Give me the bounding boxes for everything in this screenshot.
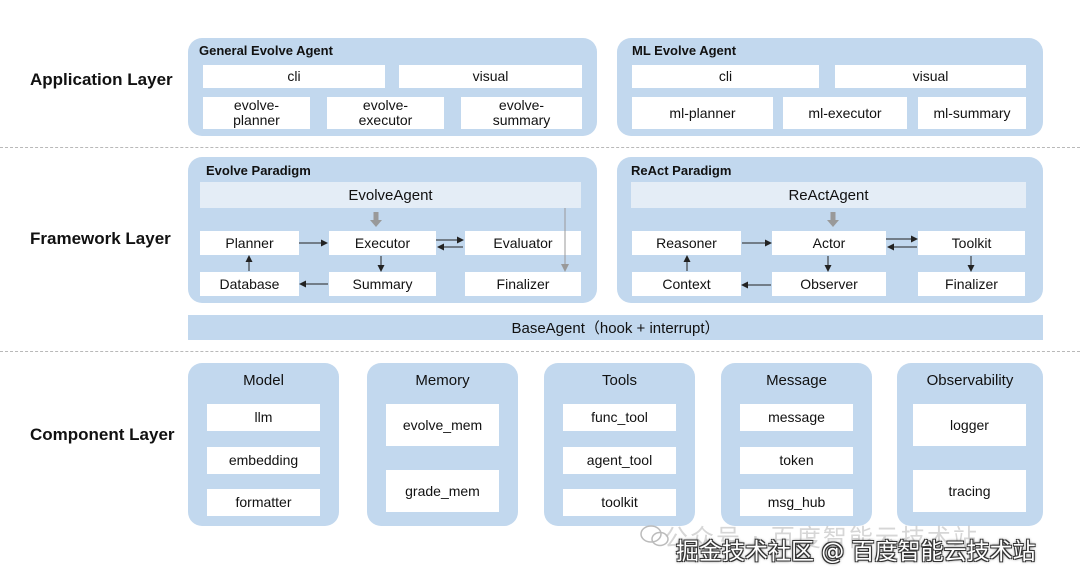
watermark-faded-text: 公众号 · 百度智能云技术站 <box>664 524 979 552</box>
model-panel: Model llm embedding formatter <box>188 363 339 526</box>
cli-box: cli <box>632 65 819 88</box>
panel-title: General Evolve Agent <box>199 43 333 58</box>
tools-panel: Tools func_tool agent_tool toolkit <box>544 363 695 526</box>
application-layer-label: Application Layer <box>30 70 173 89</box>
context-box: Context <box>632 272 741 296</box>
visual-box: visual <box>399 65 582 88</box>
divider-app-framework <box>0 147 1080 148</box>
visual-box: visual <box>835 65 1026 88</box>
grade-mem-box: grade_mem <box>386 470 499 512</box>
evolve-agent-bar: EvolveAgent <box>200 182 581 208</box>
logger-box: logger <box>913 404 1026 446</box>
evolve-paradigm-panel: Evolve Paradigm EvolveAgent Planner Exec… <box>188 157 597 303</box>
evolve-agent-down-arrow <box>370 212 382 227</box>
memory-panel: Memory evolve_mem grade_mem <box>367 363 518 526</box>
tools-title: Tools <box>601 372 638 389</box>
observer-box: Observer <box>772 272 886 296</box>
evolve-summary-box: evolve- summary <box>461 97 582 129</box>
func-tool-box: func_tool <box>563 404 676 431</box>
formatter-box: formatter <box>207 489 320 516</box>
finalizer-box: Finalizer <box>918 272 1025 296</box>
reasoner-box: Reasoner <box>632 231 741 255</box>
react-agent-bar: ReActAgent <box>631 182 1026 208</box>
message-box: message <box>740 404 853 431</box>
executor-box: Executor <box>329 231 436 255</box>
watermark-text: 掘金技术社区 @ 百度智能云技术站 <box>676 539 1036 565</box>
react-agent-down-arrow <box>827 212 839 227</box>
msg-hub-box: msg_hub <box>740 489 853 516</box>
general-evolve-agent-panel: General Evolve Agent cli visual evolve- … <box>188 38 597 136</box>
planner-box: Planner <box>200 231 299 255</box>
evolve-planner-box: evolve- planner <box>203 97 310 129</box>
panel-title: ReAct Paradigm <box>631 163 732 178</box>
actor-box: Actor <box>772 231 886 255</box>
cli-box: cli <box>203 65 385 88</box>
wechat-icon <box>640 525 669 547</box>
base-agent-bar: BaseAgent（hook + interrupt） <box>188 315 1043 340</box>
evolve-mem-box: evolve_mem <box>386 404 499 446</box>
summary-box: Summary <box>329 272 436 296</box>
finalizer-box: Finalizer <box>465 272 581 296</box>
toolkit-box: Toolkit <box>918 231 1025 255</box>
panel-title: Evolve Paradigm <box>206 163 311 178</box>
ml-evolve-agent-panel: ML Evolve Agent cli visual ml-planner ml… <box>617 38 1043 136</box>
tracing-box: tracing <box>913 470 1026 512</box>
react-paradigm-panel: ReAct Paradigm ReActAgent Reasoner Actor… <box>617 157 1043 303</box>
framework-layer-label: Framework Layer <box>30 229 171 248</box>
toolkit-box: toolkit <box>563 489 676 516</box>
agent-tool-box: agent_tool <box>563 447 676 474</box>
message-panel: Message message token msg_hub <box>721 363 872 526</box>
evaluator-box: Evaluator <box>465 231 581 255</box>
component-layer-label: Component Layer <box>30 425 175 444</box>
ml-summary-box: ml-summary <box>918 97 1026 129</box>
evolve-executor-box: evolve- executor <box>327 97 444 129</box>
observability-panel: Observability logger tracing <box>897 363 1043 526</box>
memory-title: Memory <box>415 372 470 389</box>
embedding-box: embedding <box>207 447 320 474</box>
ml-executor-box: ml-executor <box>783 97 907 129</box>
observability-title: Observability <box>926 372 1014 389</box>
database-box: Database <box>200 272 299 296</box>
token-box: token <box>740 447 853 474</box>
llm-box: llm <box>207 404 320 431</box>
ml-planner-box: ml-planner <box>632 97 773 129</box>
message-title: Message <box>766 372 827 389</box>
model-title: Model <box>243 372 284 389</box>
divider-framework-component <box>0 351 1080 352</box>
panel-title: ML Evolve Agent <box>632 43 737 58</box>
